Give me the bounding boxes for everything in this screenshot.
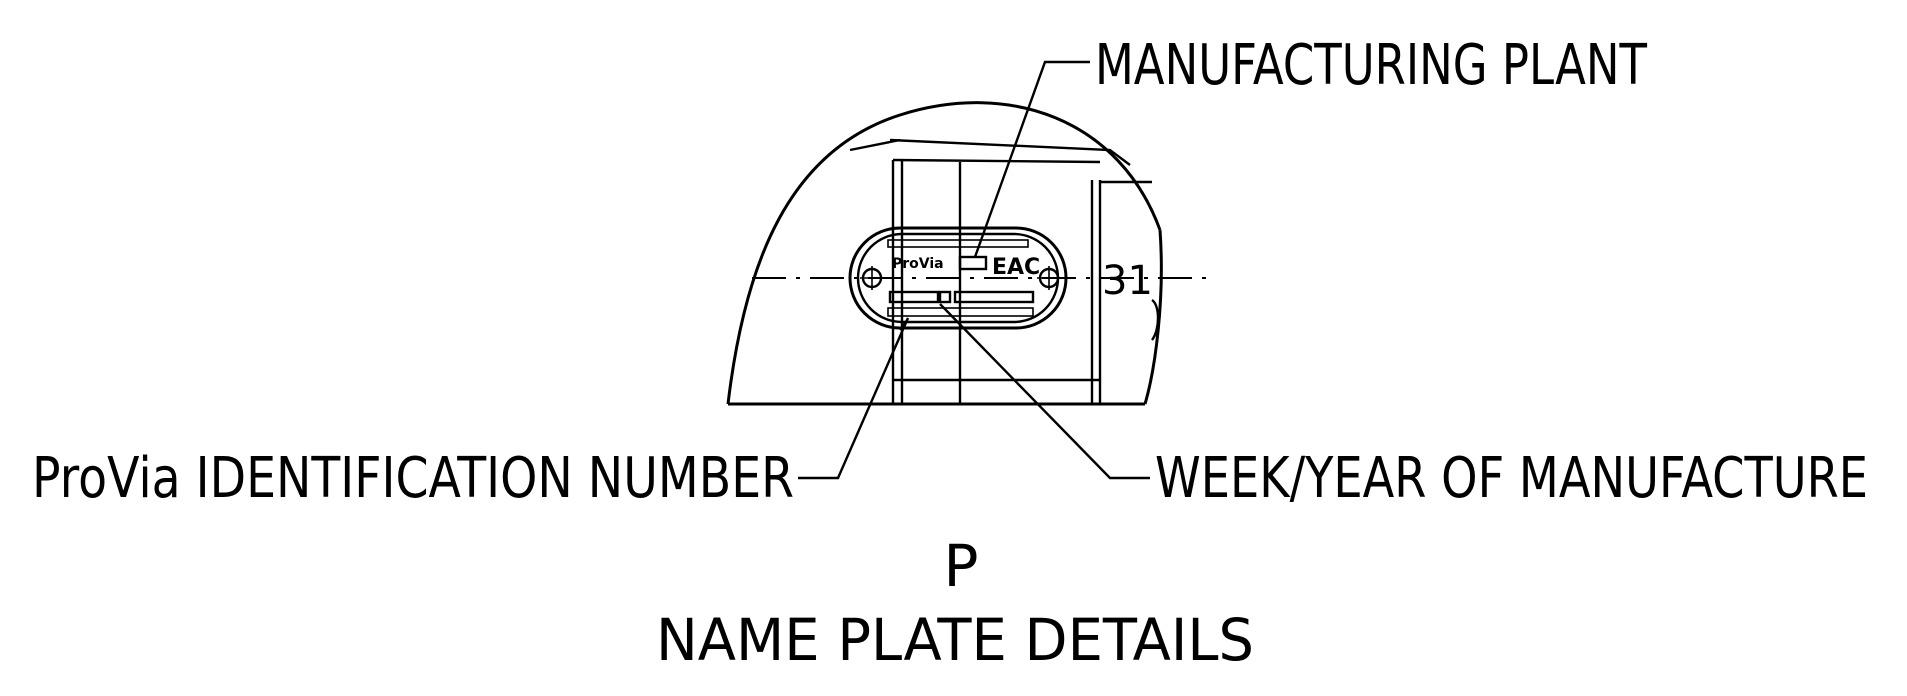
- screw-left-icon: [860, 266, 884, 290]
- plate-number: 31: [1102, 258, 1153, 304]
- identification-number-field: [888, 290, 940, 304]
- plate-certification-mark: EAC: [992, 255, 1040, 280]
- leader-lines: [798, 60, 1150, 480]
- identification-number-label: ProVia IDENTIFICATION NUMBER: [32, 446, 794, 511]
- plate-brand-mark: ProVia: [892, 256, 944, 272]
- view-title: NAME PLATE DETAILS: [656, 606, 1254, 674]
- view-letter: P: [944, 532, 979, 600]
- housing-outline: [726, 101, 1163, 406]
- manufacturing-plant-label: MANUFACTURING PLANT: [1095, 33, 1648, 98]
- manufacturing-plant-field: [958, 255, 988, 271]
- week-year-label: WEEK/YEAR OF MANUFACTURE: [1155, 446, 1868, 511]
- screw-right-icon: [1037, 266, 1061, 290]
- week-year-field: [938, 290, 952, 304]
- name-plate: ProVia EAC 31: [848, 226, 1153, 330]
